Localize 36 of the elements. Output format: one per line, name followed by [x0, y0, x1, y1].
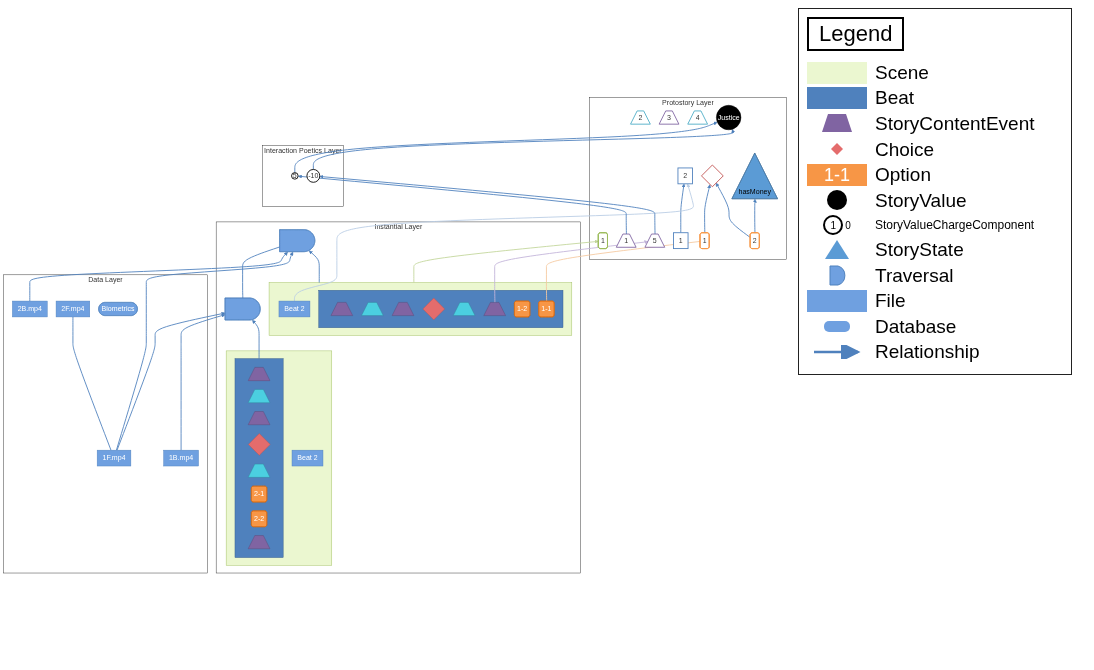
legend-text: Choice	[875, 138, 935, 161]
legend-text: StoryValue	[875, 189, 967, 212]
node-trapezoid	[330, 301, 353, 316]
node-diamond	[248, 433, 271, 456]
sample-number: 0	[845, 219, 851, 231]
node-trapezoid	[248, 411, 271, 425]
legend-text: Option	[875, 164, 931, 186]
legend-text: Relationship	[875, 341, 980, 363]
cluster	[234, 358, 284, 558]
sample-number: 1	[830, 219, 836, 231]
node-trapezoid	[391, 301, 415, 316]
node-trapezoid	[248, 388, 271, 403]
legend-text: StoryState	[875, 238, 964, 261]
node-trapezoid	[248, 463, 271, 478]
node-trapezoid	[361, 301, 384, 316]
legend-title: Legend	[807, 17, 905, 51]
legend-text: File	[875, 290, 906, 312]
legend-text: Traversal	[875, 264, 954, 287]
connector	[242, 246, 281, 299]
legend-text: Scene	[875, 62, 929, 84]
cluster	[225, 350, 333, 566]
cluster	[318, 289, 564, 328]
legend-text: StoryValueChargeComponent	[875, 218, 1035, 232]
legend-text: StoryContentEvent	[875, 112, 1035, 135]
node-trapezoid	[453, 301, 476, 316]
node-trapezoid	[248, 366, 271, 381]
node-diamond	[701, 164, 724, 187]
node-diamond	[422, 297, 445, 320]
option-sample-text: 1-1	[824, 164, 850, 186]
connector	[72, 316, 112, 451]
node-trapezoid	[483, 301, 506, 316]
cluster	[268, 282, 573, 336]
legend-text: Database	[875, 315, 957, 338]
legend-text: Beat	[875, 87, 915, 109]
connector	[546, 240, 701, 302]
node-trapezoid	[248, 535, 271, 549]
